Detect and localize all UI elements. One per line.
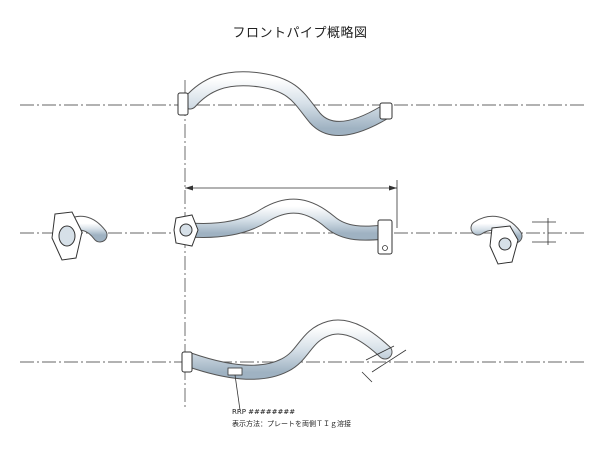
left-end-view bbox=[51, 211, 108, 261]
pipe-bottom-view bbox=[181, 319, 407, 411]
pipe-top-view bbox=[177, 71, 393, 136]
marking-code: RRP ######## bbox=[232, 408, 296, 416]
right-end-view bbox=[470, 215, 556, 265]
length-dimension bbox=[185, 180, 398, 228]
diagram-title: フロントパイプ概略図 bbox=[232, 26, 368, 41]
marking-method: 表示方法：プレートを両側ＴＩｇ溶接 bbox=[232, 420, 351, 428]
pipe-front-view bbox=[173, 198, 393, 255]
marking-plate bbox=[227, 367, 243, 376]
